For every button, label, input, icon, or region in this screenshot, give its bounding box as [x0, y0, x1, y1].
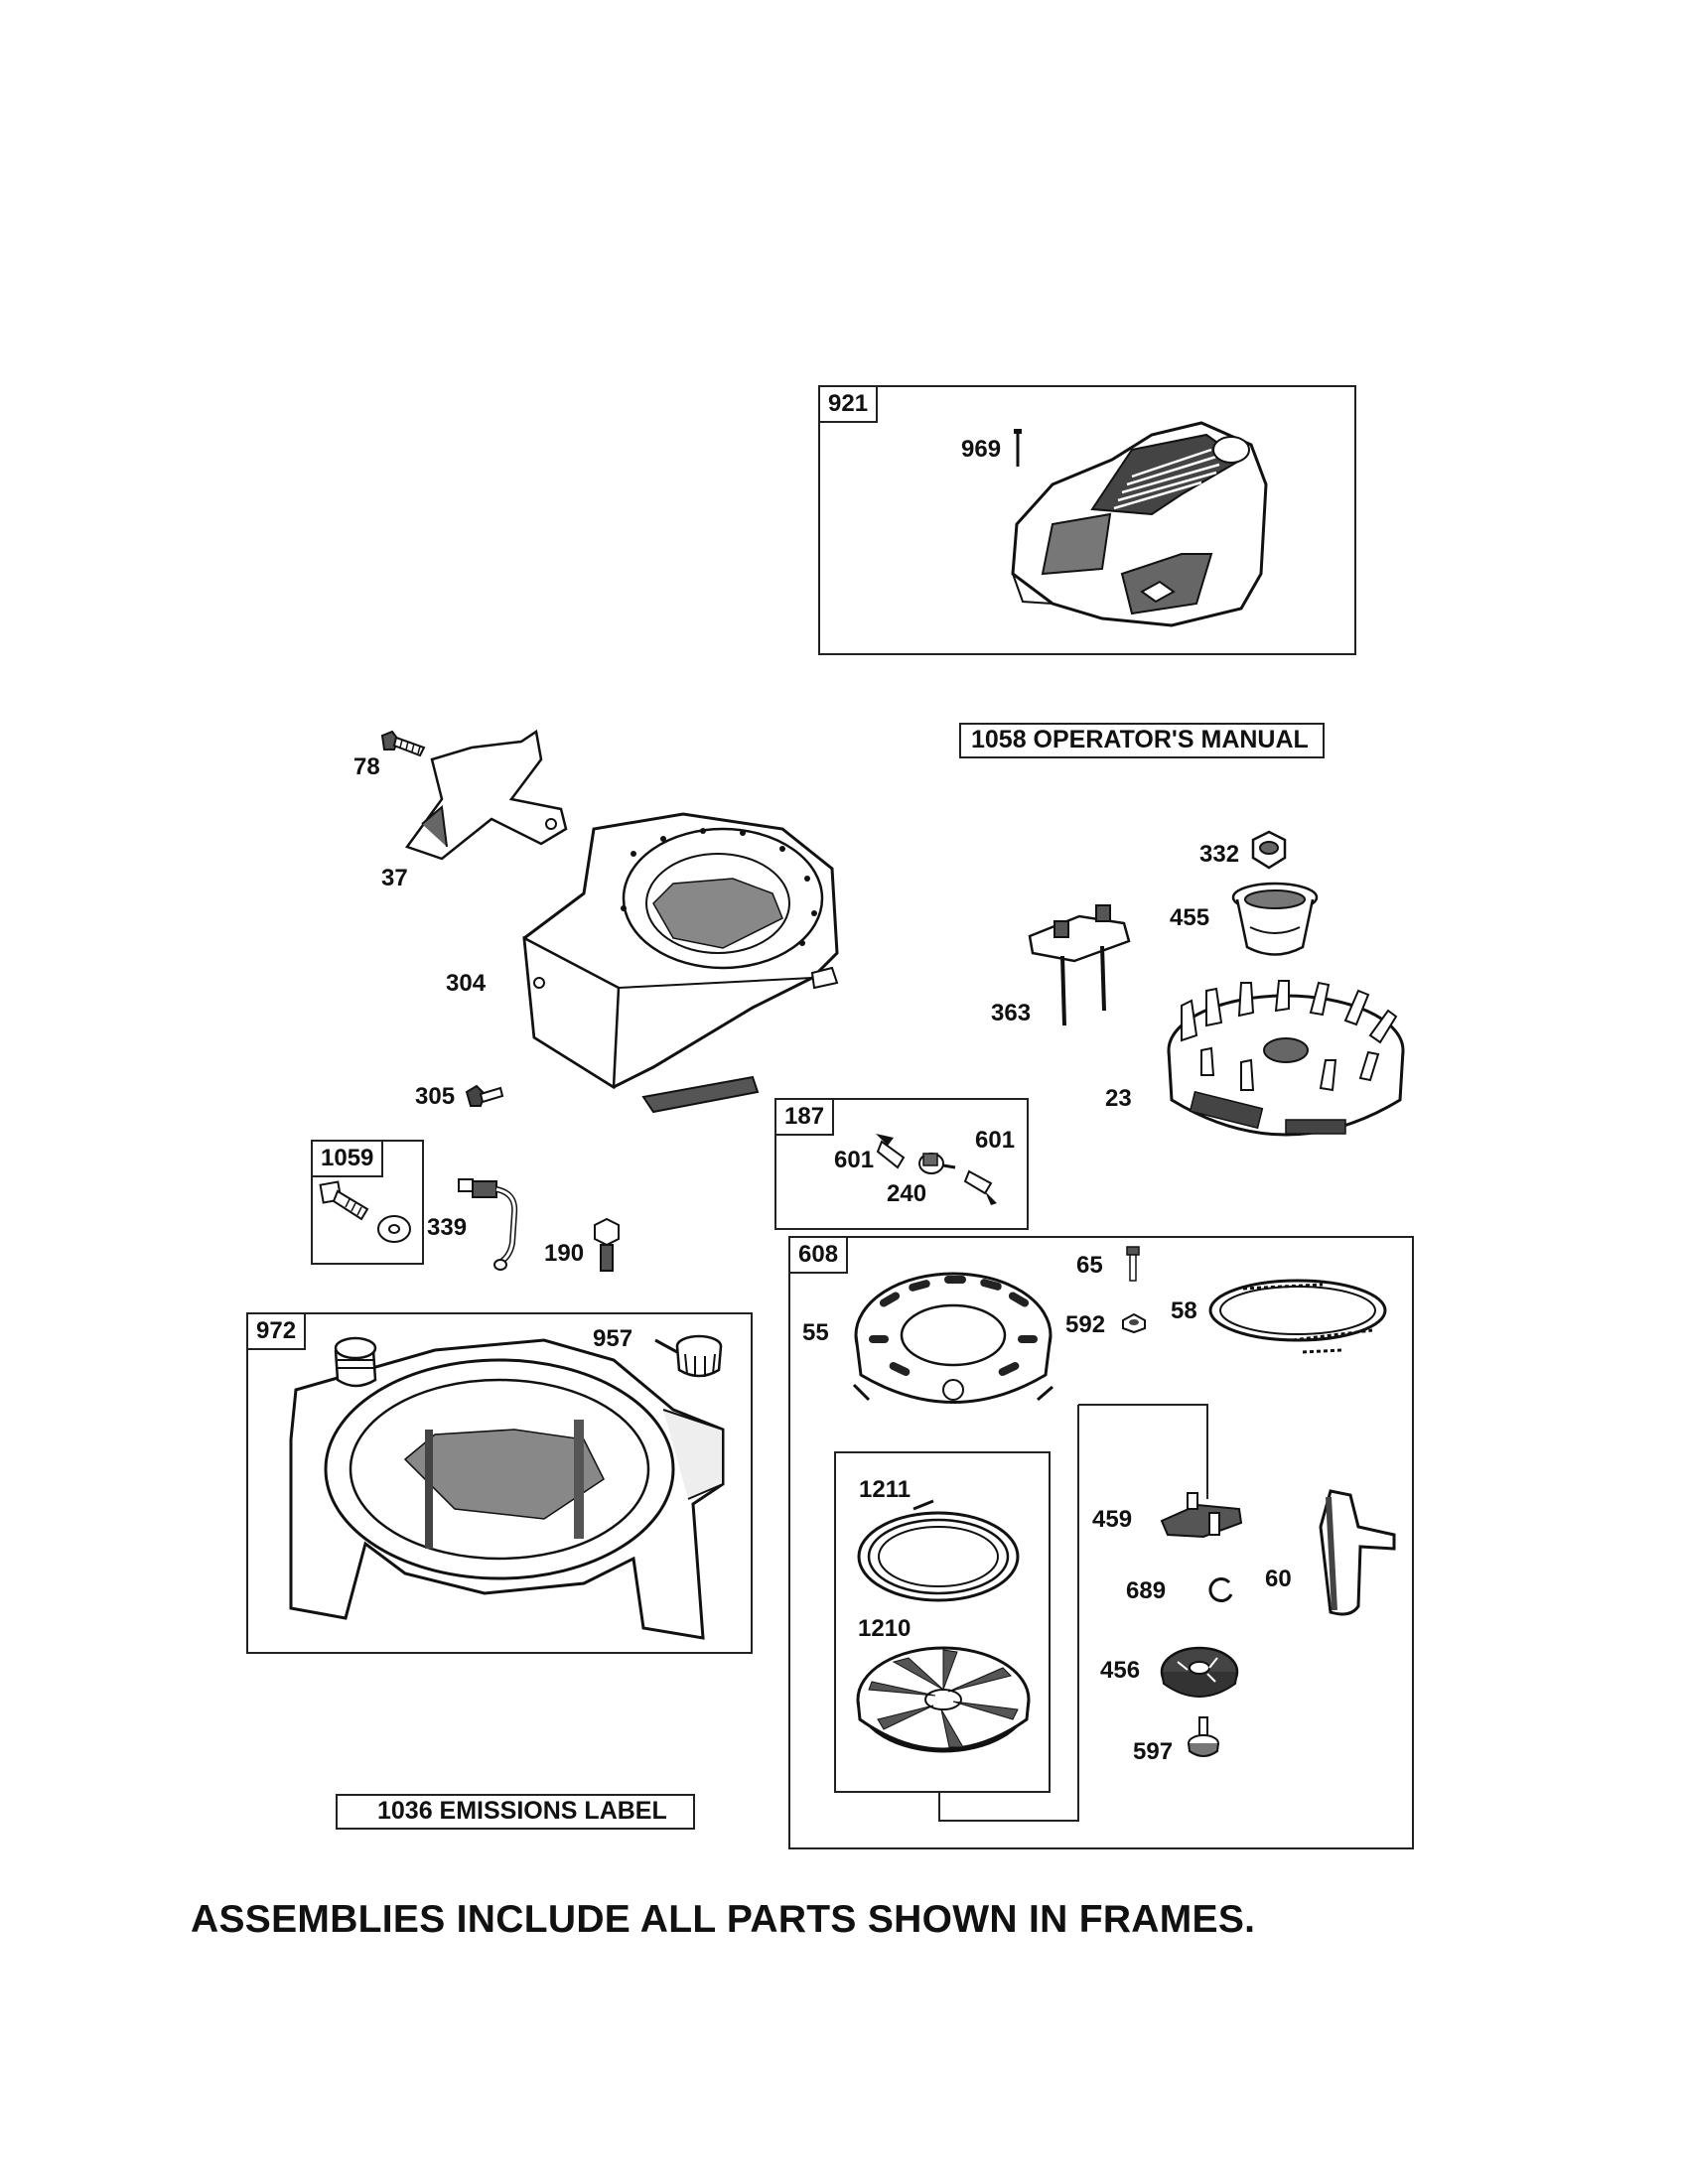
callout-304: 304	[446, 970, 487, 997]
ratchet-456-drawing	[1158, 1640, 1241, 1709]
callout-339: 339	[427, 1214, 468, 1241]
frame-608-rewind-starter: 608	[788, 1236, 1414, 1849]
recoil-spring-1211-drawing	[854, 1499, 1023, 1608]
callout-592: 592	[1065, 1311, 1106, 1338]
callout-332: 332	[1199, 841, 1240, 868]
frame-tag: 972	[248, 1314, 307, 1350]
starter-housing-55-drawing	[849, 1266, 1057, 1425]
callout-969: 969	[961, 436, 1002, 463]
callout-455: 455	[1170, 904, 1210, 931]
fitting-190-drawing	[592, 1217, 622, 1275]
footer-note: ASSEMBLIES INCLUDE ALL PARTS SHOWN IN FR…	[191, 1898, 1256, 1941]
callout-597: 597	[1133, 1738, 1174, 1765]
screw-65-drawing	[1124, 1247, 1142, 1283]
callout-957: 957	[593, 1325, 633, 1352]
frame-tag: 608	[790, 1238, 849, 1274]
callout-689: 689	[1126, 1577, 1167, 1604]
pawl-459-drawing	[1158, 1491, 1247, 1547]
frame-972-fuel-tank: 972	[246, 1312, 753, 1654]
nut-592-drawing	[1120, 1312, 1148, 1334]
flywheel-23-drawing	[1162, 981, 1410, 1161]
bolt-washer-1059-drawing	[320, 1179, 419, 1251]
handle-60-drawing	[1301, 1487, 1400, 1618]
callout-1211: 1211	[859, 1476, 912, 1503]
blower-cover-drawing	[993, 405, 1281, 633]
bracket-363-drawing	[1025, 901, 1134, 1030]
starter-cup-455-drawing	[1225, 878, 1325, 967]
frame-tag: 921	[820, 387, 879, 423]
operators-manual-label: 1058 OPERATOR'S MANUAL	[959, 723, 1325, 758]
fuel-line-187-drawing	[876, 1134, 997, 1205]
frame-187-fuel-line-assembly: 187	[774, 1098, 1029, 1230]
fuel-cap-957-drawing	[655, 1330, 725, 1386]
screw-969-drawing	[1014, 429, 1022, 469]
frame-tag: 1059	[313, 1142, 384, 1177]
callout-58: 58	[1171, 1297, 1197, 1324]
air-guide-37-drawing	[402, 730, 571, 865]
callout-456: 456	[1100, 1657, 1141, 1684]
callout-23: 23	[1105, 1085, 1132, 1112]
pulley-1210-drawing	[854, 1640, 1033, 1779]
fuel-tank-972-drawing	[286, 1320, 731, 1638]
frame-921-blower-housing-cover: 921	[818, 385, 1356, 655]
callout-37: 37	[381, 865, 408, 891]
callout-60: 60	[1265, 1566, 1292, 1592]
emissions-label: 1036 EMISSIONS LABEL	[336, 1794, 695, 1830]
screw-597-drawing	[1186, 1715, 1221, 1761]
callout-363: 363	[991, 1000, 1032, 1026]
callout-601-right: 601	[975, 1127, 1016, 1154]
callout-601-left: 601	[834, 1147, 875, 1173]
callout-1210: 1210	[858, 1615, 912, 1642]
spring-58-drawing	[1203, 1271, 1392, 1360]
frame-pulley-subassembly	[834, 1451, 1051, 1793]
callout-65: 65	[1076, 1252, 1103, 1279]
callout-459: 459	[1092, 1506, 1133, 1533]
callout-78: 78	[353, 753, 380, 780]
wire-339-drawing	[455, 1173, 530, 1273]
callout-240: 240	[887, 1180, 927, 1207]
callout-55: 55	[802, 1319, 829, 1346]
retainer-689-drawing	[1205, 1574, 1235, 1604]
frame-1059-bolt-kit: 1059	[311, 1140, 424, 1265]
nut-332-drawing	[1247, 828, 1291, 872]
bolt-78-drawing	[380, 730, 426, 759]
callout-190: 190	[544, 1240, 585, 1267]
callout-305: 305	[415, 1083, 456, 1110]
screw-305-drawing	[465, 1082, 504, 1116]
blower-housing-304-drawing	[504, 809, 847, 1127]
frame-tag: 187	[776, 1100, 835, 1136]
